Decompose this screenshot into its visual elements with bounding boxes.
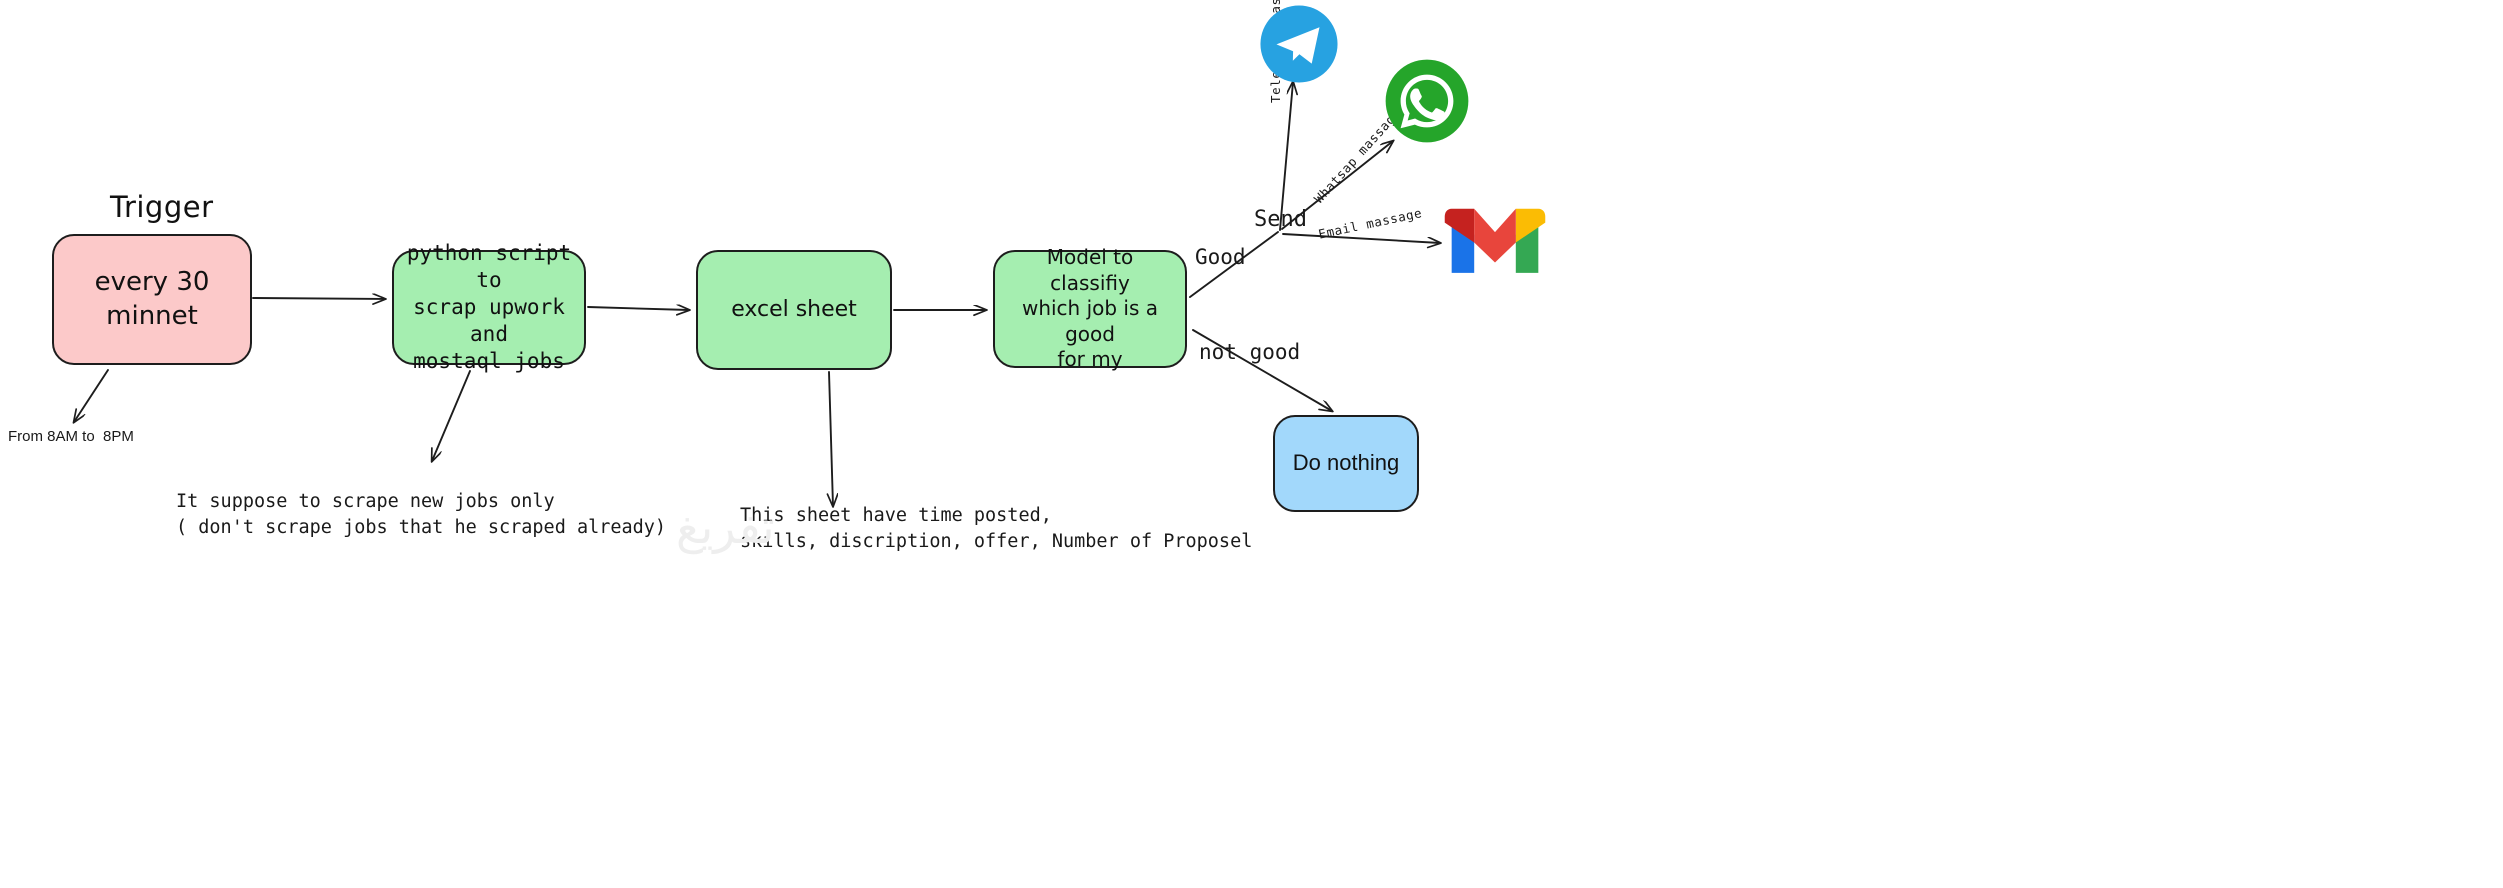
note-sheet-columns: This sheet have time posted, skills, dis… (740, 505, 1253, 553)
edge-label-email-message: Email massage (1317, 205, 1424, 242)
watermark-text: تفريغ (676, 500, 775, 554)
node-trigger[interactable]: every 30 minnet (52, 234, 252, 365)
edge-label-good: Good (1195, 245, 1246, 269)
telegram-icon[interactable] (1258, 3, 1340, 85)
whatsapp-icon[interactable] (1383, 57, 1471, 145)
page-title-trigger: Trigger (110, 190, 214, 224)
node-do-nothing[interactable]: Do nothing (1273, 415, 1419, 512)
gmail-icon[interactable] (1443, 192, 1547, 274)
edge-label-send: Send (1254, 207, 1307, 232)
edge-label-not-good: not good (1199, 340, 1301, 364)
note-trigger-hours: From 8AM to 8PM (8, 428, 134, 445)
node-python-script[interactable]: python script to scrap upwork and mostaq… (392, 241, 586, 373)
note-scrape-new-jobs: It suppose to scrape new jobs only ( don… (176, 491, 667, 539)
node-model-classifier[interactable]: Model to classifiy which job is a good f… (993, 245, 1187, 371)
node-excel-sheet[interactable]: excel sheet (696, 250, 892, 370)
